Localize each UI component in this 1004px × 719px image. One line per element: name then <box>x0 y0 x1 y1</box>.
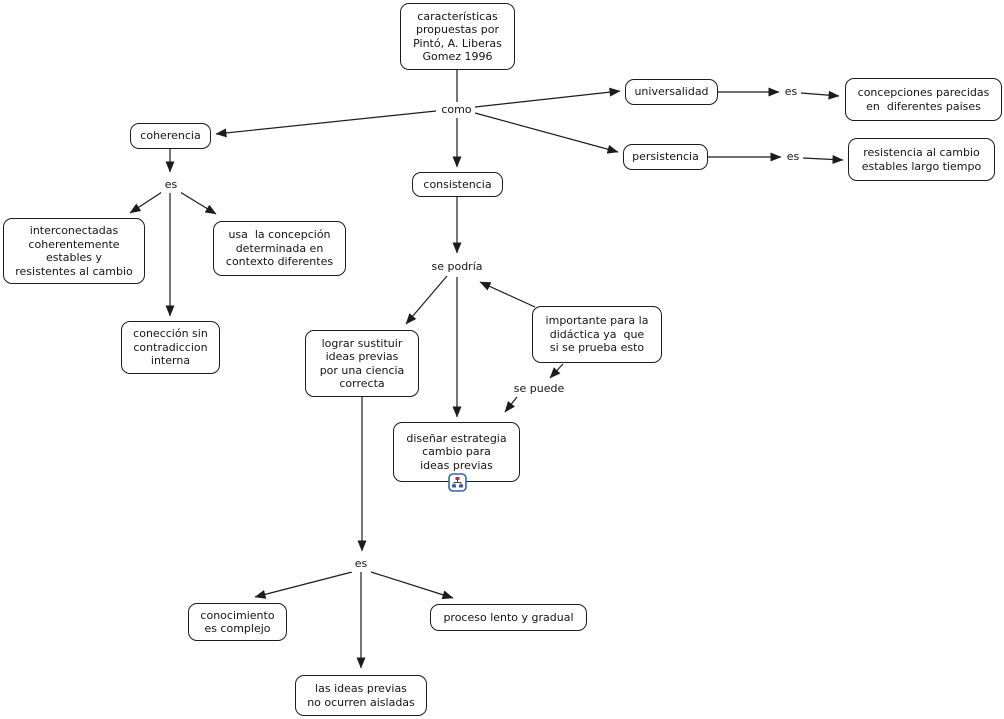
node-caracteristicas[interactable]: características propuestas por Pintó, A.… <box>400 3 515 70</box>
node-disenar-estrategia[interactable]: diseñar estrategia cambio para ideas pre… <box>393 422 520 482</box>
arrow-como-coherencia <box>215 110 437 138</box>
arrow-es-proceso <box>370 571 454 600</box>
node-coherencia[interactable]: coherencia <box>130 123 211 149</box>
arrow-importante-sepuede <box>549 363 564 379</box>
linking-word-es-bottom[interactable]: es <box>351 556 371 572</box>
node-proceso[interactable]: proceso lento y gradual <box>430 604 587 631</box>
arrow-es-conocimiento <box>254 571 353 599</box>
cmap-resource-link-icon[interactable] <box>448 473 467 492</box>
cmap-resource-link-glyph <box>448 473 467 492</box>
arrow-es-concepciones <box>800 90 840 100</box>
node-lograr-sustituir[interactable]: lograr sustituir ideas previas por una c… <box>305 330 419 397</box>
arrow-sepodria-lograr <box>405 275 448 325</box>
arrow-como-persistencia <box>474 112 619 154</box>
node-interconectadas[interactable]: interconectadas coherentemente estables … <box>3 218 145 284</box>
node-concepciones[interactable]: concepciones parecidas en diferentes pai… <box>845 78 1002 121</box>
node-conocimiento[interactable]: conocimiento es complejo <box>188 603 287 641</box>
node-universalidad[interactable]: universalidad <box>625 79 718 105</box>
linking-word-es-universalidad[interactable]: es <box>781 84 801 100</box>
node-resistencia[interactable]: resistencia al cambio estables largo tie… <box>848 138 995 181</box>
arrow-sepuede-disenar <box>504 396 518 413</box>
node-usa-concepcion[interactable]: usa la concepción determinada en context… <box>213 221 346 276</box>
node-consistencia[interactable]: consistencia <box>412 172 503 197</box>
node-coneccion[interactable]: conección sin contradiccion interna <box>121 321 220 374</box>
linking-word-es-persistencia[interactable]: es <box>783 149 803 165</box>
linking-word-se-podria[interactable]: se podría <box>428 259 486 275</box>
arrow-como-universalidad <box>474 87 621 108</box>
arrow-es-interconectadas <box>129 191 163 214</box>
linking-word-como[interactable]: como <box>438 102 475 118</box>
arrow-es-usa <box>179 191 217 215</box>
node-importante[interactable]: importante para la didáctica ya que si s… <box>532 306 662 363</box>
node-persistencia[interactable]: persistencia <box>623 144 708 170</box>
linking-word-es-coherencia[interactable]: es <box>161 177 181 193</box>
arrow-es-resistencia <box>802 154 844 164</box>
arrow-importante-sepodria <box>479 281 536 308</box>
linking-word-se-puede[interactable]: se puede <box>509 381 569 397</box>
node-ideas-aisladas[interactable]: las ideas previas no ocurren aisladas <box>295 675 427 716</box>
